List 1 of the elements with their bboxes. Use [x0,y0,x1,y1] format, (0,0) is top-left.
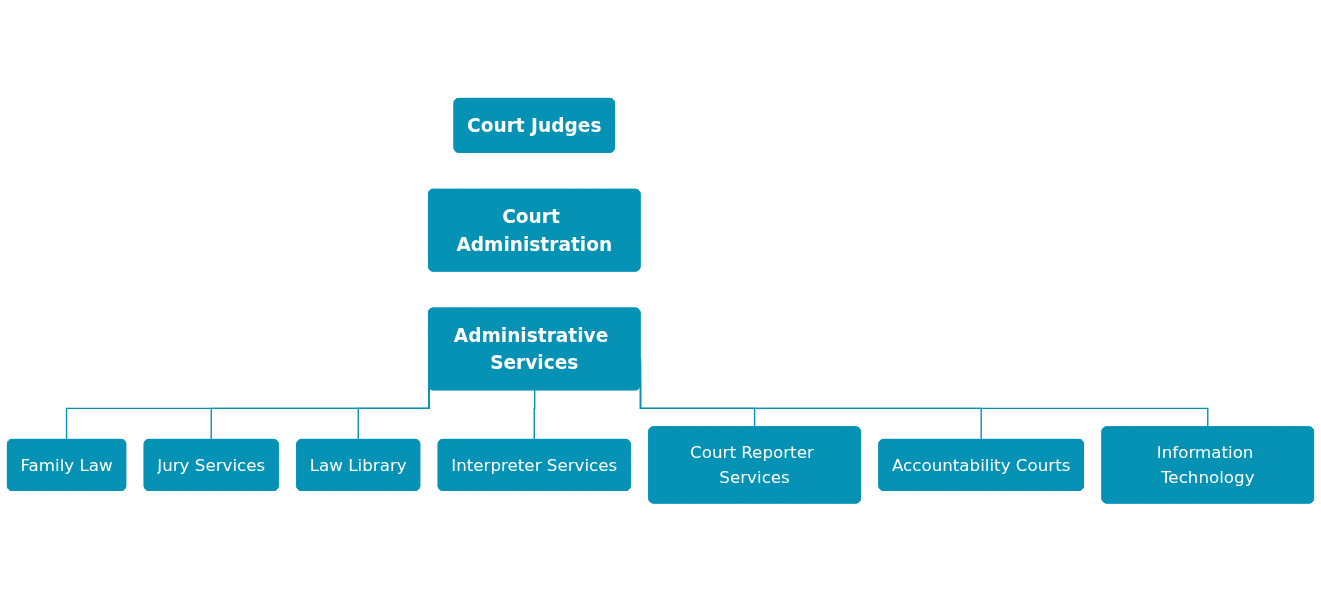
connector [533,389,536,441]
